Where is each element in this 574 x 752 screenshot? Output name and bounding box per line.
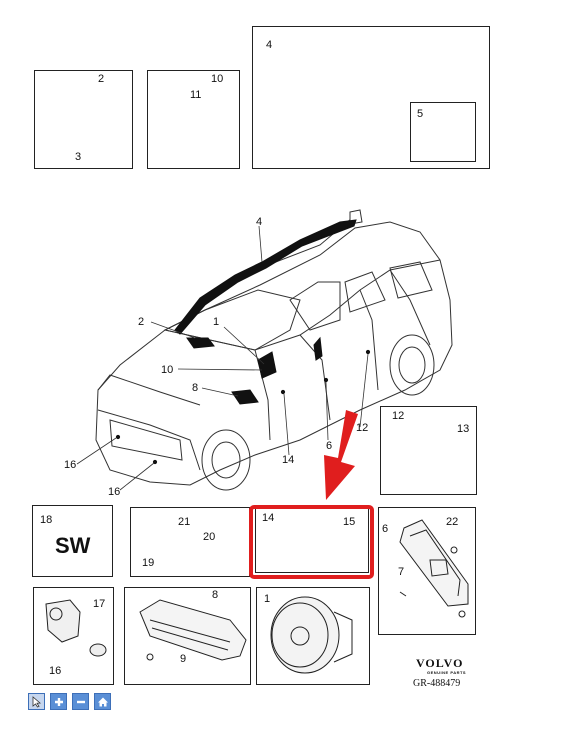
volvo-logo-sub: GENUINE PARTS — [427, 670, 467, 675]
label-8-car: 8 — [192, 382, 199, 394]
part-box-10-11[interactable] — [147, 70, 240, 169]
label-8-box: 8 — [212, 589, 219, 601]
airbag-module-8-drawing — [139, 599, 247, 661]
label-6-box: 6 — [382, 523, 389, 535]
home-button[interactable] — [94, 693, 111, 710]
home-icon — [97, 697, 108, 706]
plus-icon — [54, 697, 63, 706]
label-16-box: 16 — [49, 665, 62, 677]
sw-label: SW — [55, 533, 91, 558]
label-6-car: 6 — [326, 440, 333, 452]
part-box-6-7-22[interactable] — [378, 507, 476, 635]
part-box-5[interactable] — [410, 102, 476, 162]
label-1-car: 1 — [213, 316, 220, 328]
highlight-arrow — [324, 410, 358, 500]
label-1-box: 1 — [264, 593, 271, 605]
label-14-car: 14 — [282, 454, 295, 466]
sensor-16-drawing — [45, 599, 107, 657]
label-2-car: 2 — [138, 316, 145, 328]
label-3: 3 — [75, 151, 82, 163]
label-16-car-a: 16 — [64, 459, 77, 471]
cursor-icon — [32, 695, 41, 708]
label-20: 20 — [203, 531, 216, 543]
label-4-box: 4 — [266, 39, 273, 51]
part-box-1[interactable] — [256, 587, 370, 685]
label-13: 13 — [457, 423, 470, 435]
label-22: 22 — [446, 516, 459, 528]
label-11: 11 — [190, 89, 202, 101]
part-box-12-13[interactable] — [380, 406, 477, 495]
label-5: 5 — [417, 108, 424, 120]
part-box-19-20-21[interactable] — [130, 507, 250, 577]
part-box-8-9[interactable] — [124, 587, 251, 685]
label-14-box: 14 — [262, 512, 275, 524]
minus-icon — [76, 700, 85, 703]
label-16-car-b: 16 — [108, 486, 121, 498]
label-12-car: 12 — [356, 422, 369, 434]
part-box-16-17[interactable] — [33, 587, 114, 685]
diagram-reference-code: GR-488479 — [413, 678, 461, 689]
cursor-tool-button[interactable] — [28, 693, 45, 710]
label-7: 7 — [398, 566, 405, 578]
label-21: 21 — [178, 516, 191, 528]
label-9: 9 — [180, 653, 187, 665]
label-2-box: 2 — [98, 73, 105, 85]
leader-lines — [76, 225, 369, 541]
label-12-box: 12 — [392, 410, 405, 422]
label-4-car: 4 — [256, 216, 263, 228]
label-17: 17 — [93, 598, 106, 610]
label-19: 19 — [142, 557, 155, 569]
label-18: 18 — [40, 514, 53, 526]
bracket-6-drawing — [399, 519, 469, 618]
label-15: 15 — [343, 516, 356, 528]
part-box-18[interactable] — [32, 505, 113, 577]
steering-airbag-1-drawing — [270, 596, 353, 674]
vehicle-drawing — [95, 209, 453, 491]
vehicle-airbag-highlights — [115, 219, 371, 465]
part-box-2-3[interactable] — [34, 70, 133, 169]
label-10-box: 10 — [211, 73, 224, 85]
part-box-14-15-highlight — [249, 505, 374, 579]
zoom-out-button[interactable] — [72, 693, 89, 710]
volvo-logo: VOLVO — [416, 656, 464, 670]
part-box-14-15[interactable] — [255, 507, 369, 573]
label-10-car: 10 — [161, 364, 174, 376]
zoom-in-button[interactable] — [50, 693, 67, 710]
